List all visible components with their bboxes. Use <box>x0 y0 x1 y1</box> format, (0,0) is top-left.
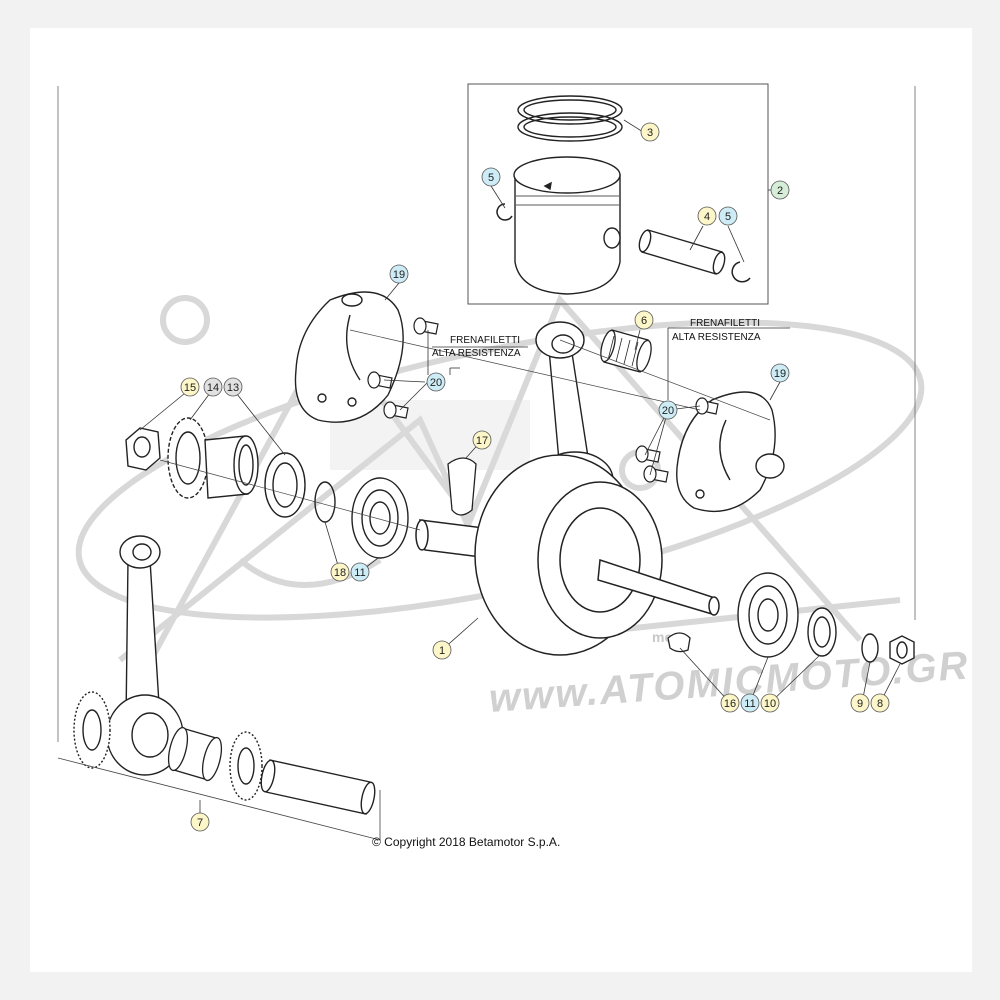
nut-15 <box>125 427 161 471</box>
leader-lines <box>139 119 901 822</box>
svg-text:1: 1 <box>439 645 445 657</box>
svg-text:16: 16 <box>724 698 736 710</box>
callout-10: 10 <box>760 693 780 713</box>
callout-11: 11 <box>740 693 760 713</box>
callout-15: 15 <box>180 377 200 397</box>
note-left-line2: ALTA RESISTENZA <box>432 348 521 359</box>
con-rod-kit <box>106 535 184 776</box>
bearing-11-left <box>351 477 409 559</box>
callout-6: 6 <box>634 310 654 330</box>
thrust-washer-right <box>229 731 263 801</box>
svg-text:7: 7 <box>197 817 203 829</box>
svg-text:8: 8 <box>877 698 883 710</box>
svg-text:20: 20 <box>430 377 442 389</box>
callout-5: 5 <box>718 206 738 226</box>
crankshaft-1 <box>415 454 720 656</box>
callout-7: 7 <box>190 812 210 832</box>
svg-text:6: 6 <box>641 315 647 327</box>
axis-lines <box>159 329 771 531</box>
callout-1: 1 <box>432 640 452 660</box>
note-right-line1: FRENAFILETTI <box>690 318 760 329</box>
key-16 <box>667 632 691 653</box>
crank-half-left <box>294 291 404 423</box>
note-right-line2: ALTA RESISTENZA <box>672 332 761 343</box>
svg-text:2: 2 <box>777 185 783 197</box>
svg-text:10: 10 <box>764 698 776 710</box>
svg-text:11: 11 <box>354 567 365 579</box>
copyright-text: © Copyright 2018 Betamotor S.p.A. <box>372 835 560 849</box>
sleeve-13 <box>204 435 259 499</box>
needle-bearing-big <box>167 726 223 782</box>
svg-text:19: 19 <box>393 269 405 281</box>
gear-14 <box>167 417 209 499</box>
thrust-washer-left <box>73 691 111 769</box>
svg-text:18: 18 <box>334 567 346 579</box>
piston-clip-left <box>496 203 513 221</box>
svg-text:4: 4 <box>704 211 710 223</box>
svg-text:20: 20 <box>662 405 674 417</box>
callout-19: 19 <box>770 363 790 383</box>
svg-text:15: 15 <box>184 382 196 394</box>
callout-9: 9 <box>850 693 870 713</box>
callout-16: 16 <box>720 693 740 713</box>
washer-9 <box>861 633 879 663</box>
nut-8 <box>889 635 915 665</box>
note-left-line1: FRENAFILETTI <box>450 335 520 346</box>
callout-20: 20 <box>426 372 446 392</box>
svg-text:17: 17 <box>476 435 488 447</box>
callout-18: 18 <box>330 562 350 582</box>
callout-3: 3 <box>640 122 660 142</box>
spacer-10 <box>807 607 837 657</box>
callout-17: 17 <box>472 430 492 450</box>
callout-2: 2 <box>770 180 790 200</box>
piston-kit-box <box>467 83 769 305</box>
svg-text:5: 5 <box>488 172 494 184</box>
callout-13: 13 <box>223 377 243 397</box>
crank-pin <box>260 759 376 815</box>
svg-text:14: 14 <box>207 382 219 394</box>
callout-11: 11 <box>350 562 370 582</box>
svg-text:13: 13 <box>227 382 239 394</box>
crank-half-right <box>676 391 785 513</box>
svg-text:9: 9 <box>857 698 863 710</box>
key-17 <box>447 457 477 516</box>
seal-ring <box>264 452 306 518</box>
bearing-11-right <box>737 572 799 658</box>
piston-rings <box>517 95 623 142</box>
callout-8: 8 <box>870 693 890 713</box>
callout-19: 19 <box>389 264 409 284</box>
svg-text:3: 3 <box>647 127 653 139</box>
piston <box>513 156 621 295</box>
con-rod-kit-bracket <box>57 757 381 841</box>
callout-5: 5 <box>481 167 501 187</box>
svg-text:11: 11 <box>744 698 755 710</box>
callout-20: 20 <box>658 400 678 420</box>
svg-text:5: 5 <box>725 211 731 223</box>
svg-text:19: 19 <box>774 368 786 380</box>
piston-clip-right <box>731 261 751 283</box>
piston-pin <box>638 229 726 275</box>
callout-4: 4 <box>697 206 717 226</box>
callout-14: 14 <box>203 377 223 397</box>
